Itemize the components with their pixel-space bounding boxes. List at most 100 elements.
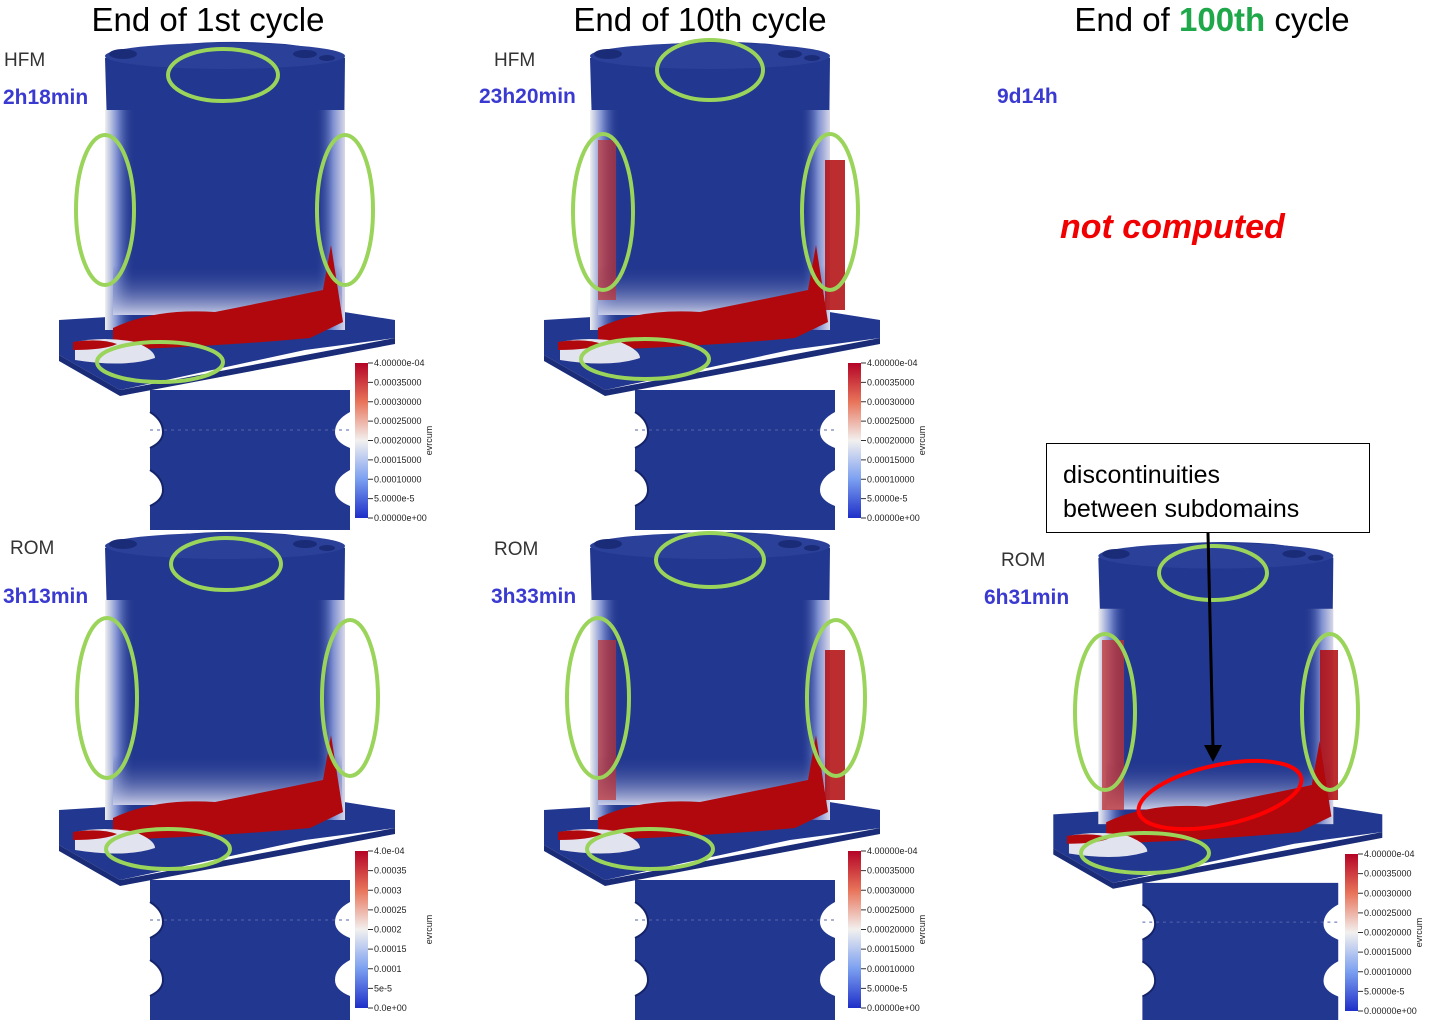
highlight-ring <box>104 827 232 871</box>
colorbar-tick-label: 5e-5 <box>374 983 392 993</box>
colorbar-rom-100th: 4.00000e-040.000350000.000300000.0002500… <box>1345 849 1424 1016</box>
colorbar-tick-label: 0.00015000 <box>867 944 915 954</box>
colorbar-tick-label: 0.00035 <box>374 866 407 876</box>
colorbar-tick-label: 0.0001 <box>374 964 402 974</box>
colorbar-tick-label: 4.00000e-04 <box>867 358 918 368</box>
colorbars: 4.00000e-04 0.00035000 0.00030000 0.0002500… <box>355 358 1424 1016</box>
colorbar-tick-label: 0.00025000 <box>867 905 915 915</box>
time-label-rom-100th: 6h31min <box>984 586 1070 609</box>
highlight-ring <box>805 618 867 778</box>
column-title-10th-cycle: End of 10th cycle <box>573 1 827 38</box>
highlight-ring <box>655 38 765 102</box>
colorbar-title: evrcum <box>424 915 434 945</box>
colorbar-tick-label: 0.00020000 <box>867 925 915 935</box>
colorbar-tick-label: 0.00015000 <box>1364 947 1412 957</box>
extra-strain-10th <box>598 140 1338 810</box>
colorbar-gradient <box>355 851 368 1008</box>
colorbar-tick-label: 0.00030000 <box>867 397 915 407</box>
model-label-rom-10th: ROM <box>494 539 539 560</box>
time-label-hfm-1st: 2h18min <box>3 86 89 109</box>
colorbar-tick-label: 0.00035000 <box>867 377 915 387</box>
colorbar-tick-label: 0.00010000 <box>374 474 422 484</box>
highlight-ring <box>565 616 631 780</box>
colorbar-tick-label: 4.00000e-04 <box>1364 849 1415 859</box>
model-label-hfm-10th: HFM <box>494 50 536 71</box>
time-label-rom-1st: 3h13min <box>3 585 89 608</box>
colorbar-tick-label: 0.0003 <box>374 885 402 895</box>
highlight-ring <box>654 531 766 589</box>
colorbar-tick-label: 0.00030000 <box>1364 888 1412 898</box>
colorbar-tick-label: 0.00000e+00 <box>374 513 427 523</box>
highlight-ring <box>1157 544 1269 602</box>
highlight-ring <box>1300 632 1360 792</box>
highlight-ring <box>169 536 283 592</box>
colorbar-tick-label: 0.00000e+00 <box>867 1003 920 1013</box>
colorbar-tick-label: 0.0002 <box>374 925 402 935</box>
colorbar-tick-label: 4.00000e-04 <box>867 846 918 856</box>
colorbar-tick-label: 0.00010000 <box>1364 967 1412 977</box>
colorbar-hfm-1st: 4.00000e-04 0.00035000 0.00030000 0.0002500… <box>355 358 434 523</box>
model-label-rom-100th: ROM <box>1001 550 1046 571</box>
column-title-100th-cycle: End of 100th cycle <box>1074 1 1350 38</box>
callout-arrow <box>1206 532 1215 749</box>
colorbar-gradient <box>848 363 861 518</box>
highlight-ring <box>315 133 375 287</box>
colorbar-tick-label: 0.00020000 <box>374 436 422 446</box>
callout-line-1: discontinuities <box>1063 461 1221 489</box>
highlight-ring <box>579 337 711 381</box>
column-title-1st-cycle: End of 1st cycle <box>91 1 325 38</box>
highlight-ring <box>74 133 136 287</box>
colorbar-title: evrcum <box>917 915 927 945</box>
discontinuities-callout: discontinuities between subdomains <box>1046 443 1370 533</box>
colorbar-tick-label: 5.0000e-5 <box>374 494 415 504</box>
highlight-rings <box>74 38 1360 875</box>
colorbar-tick-label: 0.00010000 <box>867 964 915 974</box>
highlight-ring <box>75 616 139 780</box>
time-label-hfm-10th: 23h20min <box>479 85 576 108</box>
highlight-ring <box>320 618 380 778</box>
colorbar-title: evrcum <box>424 426 434 456</box>
colorbar-rom-10th: 4.00000e-04 0.00035000 0.00030000 0.0002500… <box>848 846 927 1013</box>
colorbar-tick-label: 0.00030000 <box>867 885 915 895</box>
colorbar-title: evrcum <box>917 426 927 456</box>
highlight-ring <box>571 132 635 292</box>
colorbar-tick-label: 0.00000e+00 <box>867 513 920 523</box>
colorbar-tick-label: 0.00030000 <box>374 397 422 407</box>
colorbar-tick-label: 0.00035000 <box>374 377 422 387</box>
colorbar-tick-label: 0.00000e+00 <box>1364 1006 1417 1016</box>
colorbar-tick-label: 0.00035000 <box>867 866 915 876</box>
colorbar-tick-label: 4.00000e-04 <box>374 358 425 368</box>
colorbar-hfm-10th: 4.00000e-04 0.00035000 0.00030000 0.0002500… <box>848 358 927 523</box>
colorbar-title: evrcum <box>1414 918 1424 948</box>
colorbar-tick-label: 0.00015000 <box>374 455 422 465</box>
model-label-hfm-1st: HFM <box>4 50 46 71</box>
colorbar-tick-label: 0.0e+00 <box>374 1003 407 1013</box>
colorbar-tick-label: 0.00010000 <box>867 474 915 484</box>
colorbar-tick-label: 5.0000e-5 <box>867 983 908 993</box>
colorbar-tick-label: 4.0e-04 <box>374 846 405 856</box>
colorbar-gradient <box>355 363 368 518</box>
colorbar-tick-label: 5.0000e-5 <box>1364 986 1405 996</box>
colorbar-rom-1st: 4.0e-040.000350.00030.000250.00020.00015… <box>355 846 434 1013</box>
highlight-ring <box>95 340 225 384</box>
colorbar-tick-label: 0.00015000 <box>867 455 915 465</box>
highlight-ring <box>800 132 860 292</box>
colorbar-tick-label: 0.00020000 <box>1364 928 1412 938</box>
time-label-rom-10th: 3h33min <box>491 585 577 608</box>
colorbar-tick-label: 0.00020000 <box>867 436 915 446</box>
highlight-ring <box>1079 831 1211 875</box>
discontinuity-ring <box>1136 758 1304 832</box>
colorbar-gradient <box>848 851 861 1008</box>
colorbar-tick-label: 0.00025000 <box>374 416 422 426</box>
colorbar-tick-label: 0.00015 <box>374 944 407 954</box>
colorbar-tick-label: 5.0000e-5 <box>867 494 908 504</box>
highlight-ring <box>166 47 280 103</box>
model-label-rom-1st: ROM <box>10 538 55 559</box>
colorbar-tick-label: 0.00025 <box>374 905 407 915</box>
not-computed-label: not computed <box>1060 208 1285 246</box>
callout-arrow-head <box>1204 745 1222 762</box>
colorbar-gradient <box>1345 854 1358 1011</box>
time-label-hfm-100th: 9d14h <box>997 85 1058 108</box>
colorbar-tick-label: 0.00025000 <box>867 416 915 426</box>
